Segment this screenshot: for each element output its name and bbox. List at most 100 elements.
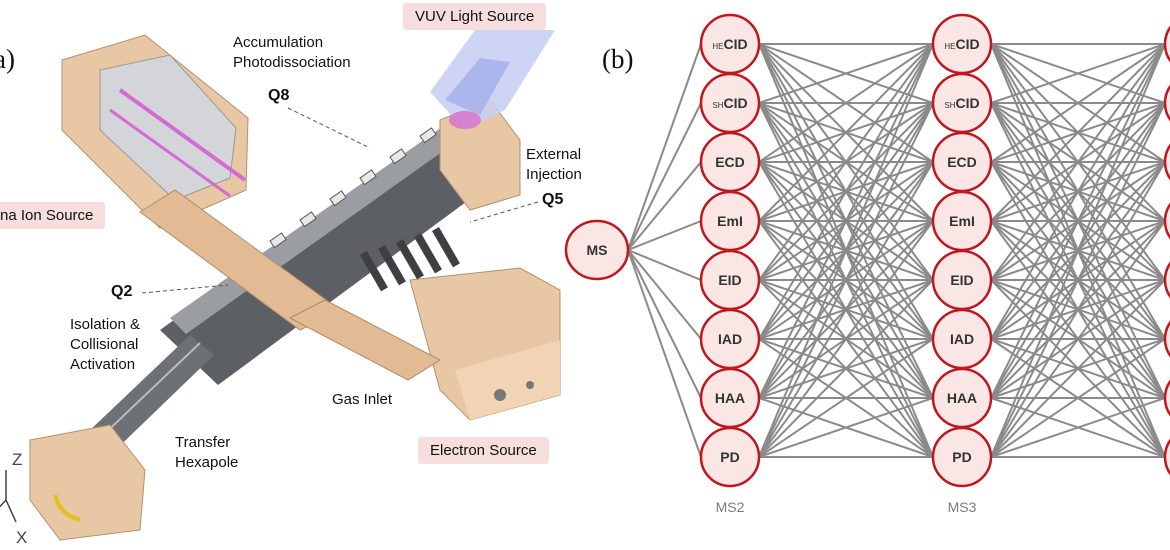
edge [990,102,1166,458]
external-label: External [526,146,582,163]
node-label: SHCID [712,95,747,111]
node-ms3-hecid: HECID [931,13,993,75]
edge [990,279,1166,458]
edge-root [627,161,702,251]
edge [758,338,934,458]
node-ms2-emi: EmI [699,190,761,252]
isolation-label: Isolation & [70,316,141,333]
edge-root [627,249,702,458]
edge [758,43,934,458]
node-label: MS [587,242,608,258]
edge [758,43,934,340]
node-ms3-pd: PD [931,426,993,488]
electron-source-tag: Electron Source [418,437,549,464]
edge [990,43,1166,340]
edge-root [627,249,702,281]
edge [758,43,934,163]
node-ms2-shcid: SHCID [699,72,761,134]
edge [758,397,934,458]
node-ms3-emi: EmI [931,190,993,252]
edge [758,43,934,222]
edge-root [627,249,702,340]
node-label: HECID [944,36,979,52]
accumulation-label: Accumulation [233,34,324,51]
edge [990,338,1166,458]
node-col3-partial [1163,261,1170,299]
node-label: IAD [950,331,974,347]
node-ms2-pd: PD [699,426,761,488]
node-label: EID [718,272,741,288]
node-ms3-shcid: SHCID [931,72,993,134]
edge [990,220,1166,458]
electron-source-face [455,340,560,420]
node-label: PD [952,449,971,465]
column-label-ms3: MS3 [948,499,977,515]
node-label: HAA [947,390,977,406]
q8-label: Q8 [268,87,290,104]
node-label: EID [950,272,973,288]
instrument-illustration [0,30,561,541]
ion-source-tag: na Ion Source [0,202,106,229]
hexapole-label: Hexapole [175,454,239,471]
node-label: ECD [947,154,977,170]
node-ms-root: MS [564,219,630,281]
column-label-ms2: MS2 [716,499,745,515]
edge [990,43,1166,104]
edge [758,102,934,458]
edge [990,161,1166,458]
gas-inlet-stack [360,227,460,292]
edge [758,161,934,458]
activation-label: Activation [70,356,136,373]
axis-x-label: X [16,528,28,547]
edge-root [627,43,702,251]
vuv-light-source-tag: VUV Light Source [403,3,547,30]
node-label: PD [720,449,739,465]
main-trap-body [160,118,512,385]
node-circle [931,426,993,488]
transfer-label: Transfer [175,434,231,451]
network-nodes: MS HECID SHCID ECD EmI EID IAD HAA PD HECID SHCID E… [564,13,1170,488]
electron-source-arm [288,299,442,381]
edge [990,43,1166,163]
node-col3-partial [1163,25,1170,63]
hexapole-end-cap [29,424,146,541]
photodissociation-label: Photodissociation [233,54,351,71]
node-ms3-eid: EID [931,249,993,311]
edge [990,43,1166,222]
node-ms2-hecid: HECID [699,13,761,75]
node-label: EmI [949,213,975,229]
edge [758,43,934,104]
node-label: SHCID [944,95,979,111]
edge [758,43,934,399]
node-ms3-iad: IAD [931,308,993,370]
collisional-label: Collisional [70,336,139,353]
edge [990,43,1166,399]
q5-label: Q5 [542,191,564,208]
axis-z-label: Z [12,450,23,469]
node-ms2-iad: IAD [699,308,761,370]
node-col3-partial [1163,379,1170,417]
edge [758,43,934,281]
node-circle [564,219,630,281]
node-label: IAD [718,331,742,347]
node-col3-partial [1163,438,1170,476]
edge [990,397,1166,458]
ion-source-inner [99,54,237,201]
network-edges [627,43,1166,458]
edge [990,43,1166,281]
node-ms3-haa: HAA [931,367,993,429]
gas-inlet-label: Gas Inlet [332,391,393,408]
edge [990,43,1166,458]
node-label: EmI [717,213,743,229]
edge-root [627,102,702,251]
injection-label: Injection [526,166,582,183]
node-circle [699,426,761,488]
panel-b-letter: (b) [602,44,634,74]
coordinate-axes [0,470,17,523]
edge-root [627,220,702,251]
node-label: ECD [715,154,745,170]
node-ms2-ecd: ECD [699,131,761,193]
node-ms2-haa: HAA [699,367,761,429]
panel-a-letter: a) [0,44,15,74]
